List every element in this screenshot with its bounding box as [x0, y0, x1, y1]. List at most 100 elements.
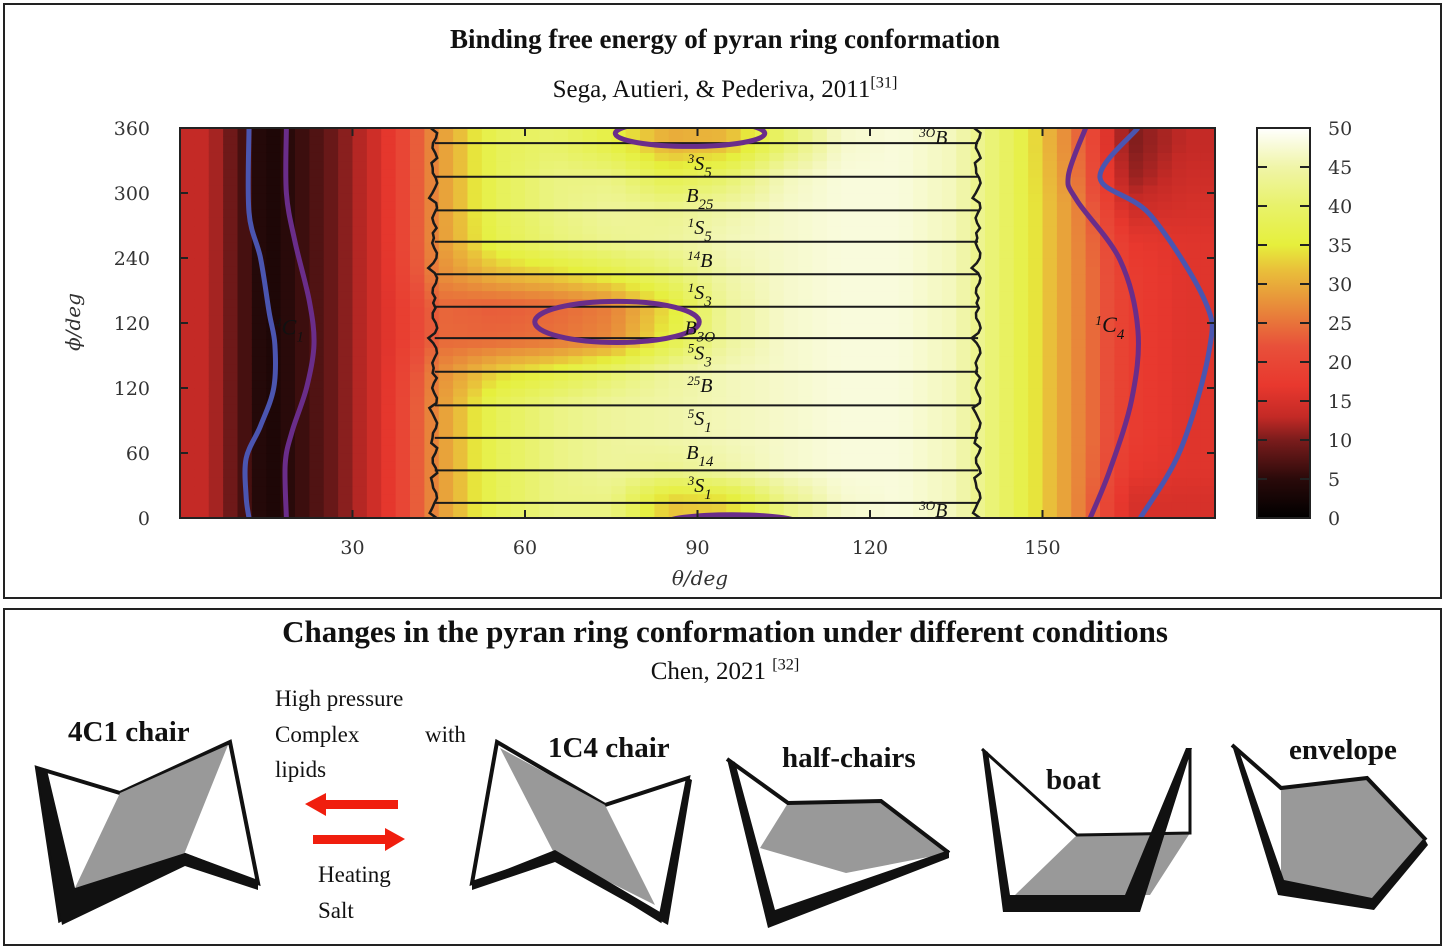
heatmap-cell: [1042, 233, 1058, 243]
heatmap-cell: [1143, 469, 1159, 478]
heatmap-cell: [855, 404, 871, 413]
heatmap-cell: [1085, 128, 1101, 137]
heatmap-cell: [956, 314, 972, 324]
heatmap-cell: [366, 225, 382, 235]
heatmap-cell: [1071, 217, 1087, 227]
heatmap-cell: [683, 193, 699, 202]
heatmap-cell: [223, 152, 239, 162]
heatmap-cell: [1128, 136, 1144, 145]
heatmap-cell: [870, 428, 885, 438]
heatmap-cell: [913, 233, 929, 243]
heatmap-cell: [352, 258, 368, 267]
heatmap-cell: [525, 493, 540, 503]
heatmap-cell: [467, 168, 483, 178]
heatmap-cell: [496, 396, 512, 405]
heatmap-cell: [1013, 168, 1029, 178]
heatmap-cell: [668, 355, 684, 365]
heatmap-cell: [826, 355, 842, 365]
heatmap-cell: [927, 363, 943, 373]
heatmap-cell: [1114, 152, 1130, 162]
heatmap-cell: [826, 371, 842, 381]
heatmap-cell: [280, 339, 296, 348]
heatmap-cell: [510, 501, 526, 511]
heatmap-cell: [223, 371, 239, 381]
heatmap-cell: [1114, 444, 1130, 454]
heatmap-cell: [697, 176, 713, 186]
heatmap-cell: [1186, 436, 1202, 446]
heatmap-cell: [395, 314, 411, 324]
heatmap-cell: [970, 160, 986, 170]
y-axis-label: ϕ/deg: [61, 293, 85, 351]
heatmap-cell: [467, 412, 483, 422]
heatmap-cell: [251, 323, 267, 332]
heatmap-cell: [683, 371, 699, 381]
heatmap-cell: [985, 355, 1000, 365]
heatmap-cell: [309, 339, 325, 348]
heatmap-cell: [438, 461, 454, 470]
heatmap-cell: [769, 128, 785, 137]
heatmap-cell: [525, 388, 540, 397]
heatmap-cell: [237, 436, 253, 446]
heatmap-cell: [798, 241, 814, 251]
heatmap-cell: [295, 501, 310, 511]
heatmap-cell: [1085, 444, 1101, 454]
heatmap-cell: [697, 184, 713, 194]
heatmap-cell: [266, 217, 282, 227]
heatmap-cell: [553, 428, 569, 438]
heatmap-cell: [596, 509, 612, 518]
heatmap-cell: [668, 168, 684, 178]
heatmap-cell: [1085, 144, 1101, 153]
heatmap-cell: [726, 404, 742, 413]
heatmap-cell: [280, 249, 296, 259]
heatmap-cell: [424, 461, 440, 470]
heatmap-cell: [1100, 298, 1115, 308]
heatmap-cell: [381, 388, 397, 397]
heatmap-cell: [1085, 258, 1101, 267]
heatmap-cell: [697, 485, 713, 495]
heatmap-cell: [1042, 201, 1058, 210]
heatmap-cell: [295, 453, 310, 462]
heatmap-cell: [740, 493, 756, 503]
heatmap-cell: [870, 209, 885, 218]
heatmap-cell: [481, 225, 497, 235]
heatmap-cell: [180, 453, 195, 462]
heatmap-cell: [410, 388, 425, 397]
heatmap-cell: [826, 363, 842, 373]
colorbar-tick-label: 20: [1328, 352, 1352, 374]
heatmap-cell: [913, 266, 929, 275]
heatmap-cell: [180, 290, 195, 300]
heatmap-cell: [596, 371, 612, 381]
heatmap-cell: [826, 160, 842, 170]
condition-salt: Salt: [318, 898, 354, 923]
heatmap-cell: [769, 136, 785, 145]
heatmap-cell: [1171, 201, 1187, 210]
heatmap-cell: [755, 290, 770, 300]
heatmap-cell: [323, 176, 339, 186]
heatmap-cell: [956, 209, 972, 218]
region-label-superscript: 3: [687, 151, 695, 166]
heatmap-cell: [438, 485, 454, 495]
heatmap-cell: [323, 493, 339, 503]
heatmap-cell: [338, 461, 354, 470]
heatmap-cell: [956, 290, 972, 300]
heatmap-cell: [898, 379, 914, 389]
heatmap-cell: [1128, 469, 1144, 478]
heatmap-cell: [208, 184, 224, 194]
heatmap-cell: [338, 128, 354, 137]
region-label-main: B: [686, 185, 698, 207]
heatmap-cell: [956, 444, 972, 454]
heatmap-cell: [1114, 477, 1130, 487]
heatmap-cell: [855, 249, 871, 259]
heatmap-cell: [194, 396, 210, 405]
heatmap-cell: [855, 420, 871, 430]
heatmap-cell: [726, 233, 742, 243]
heatmap-cell: [1100, 355, 1115, 365]
heatmap-cell: [1100, 176, 1115, 186]
heatmap-cell: [323, 249, 339, 259]
heatmap-cell: [410, 306, 425, 316]
heatmap-cell: [683, 509, 699, 518]
heatmap-cell: [510, 282, 526, 292]
heatmap-cell: [640, 193, 655, 202]
heatmap-cell: [683, 412, 699, 422]
heatmap-cell: [1128, 453, 1144, 462]
